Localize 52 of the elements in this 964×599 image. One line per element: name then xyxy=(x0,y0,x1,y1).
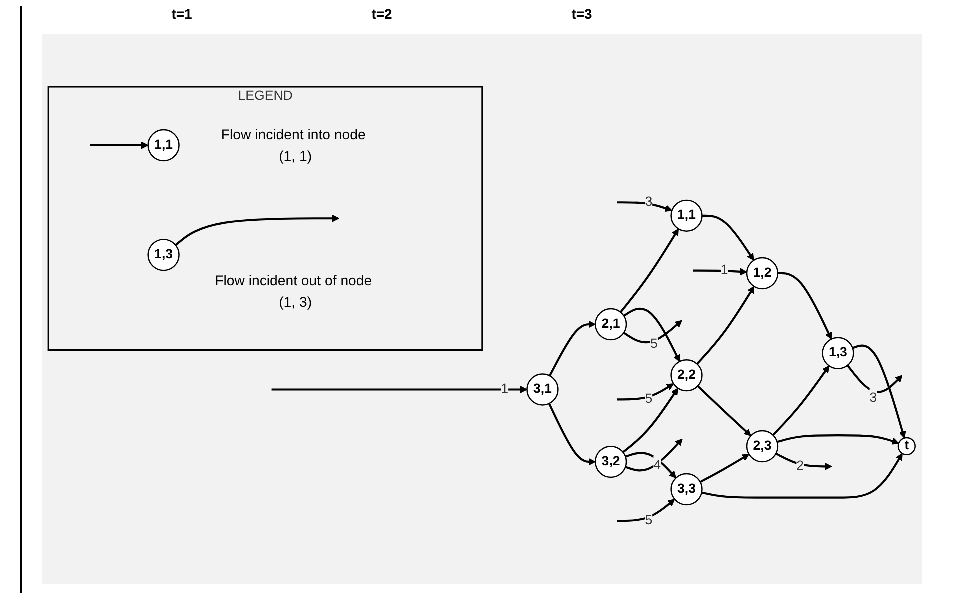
arrow xyxy=(548,320,596,376)
node-circle: 3,1 xyxy=(526,374,559,406)
legend-text: Flow incident out of node (1, 3) xyxy=(215,273,372,310)
arrow xyxy=(776,452,832,470)
arrow xyxy=(622,388,678,454)
arrow xyxy=(696,286,755,365)
arrow xyxy=(175,214,340,246)
edge-label: 3 xyxy=(870,391,878,406)
arrow xyxy=(625,452,677,479)
edge-label: 5 xyxy=(645,514,653,528)
arrow xyxy=(617,202,672,212)
node-circle: 3,2 xyxy=(594,446,628,478)
node-circle: 1,3 xyxy=(148,239,180,272)
legend-text: Flow incident into node (1, 1) xyxy=(221,126,366,164)
arrow xyxy=(272,386,528,394)
arrow xyxy=(697,386,752,436)
arrow xyxy=(846,364,903,394)
arrow xyxy=(702,453,903,499)
time-label: t=1 xyxy=(172,6,192,24)
edge-label: 5 xyxy=(650,337,658,352)
arrow xyxy=(548,403,596,466)
node-circle: 1,2 xyxy=(746,257,779,290)
edge-label: 2 xyxy=(796,459,804,474)
edge-label: 5 xyxy=(645,392,653,406)
arrow xyxy=(700,454,750,484)
arrow xyxy=(852,344,906,439)
node-circle: 1,3 xyxy=(822,337,854,370)
arrow xyxy=(623,308,680,362)
node-circle: 2,2 xyxy=(670,359,703,392)
time-label: t=3 xyxy=(572,6,592,24)
arrow xyxy=(702,214,754,261)
time-label: t=2 xyxy=(372,6,392,24)
arrow xyxy=(772,366,830,436)
node-circle: 3,3 xyxy=(670,473,703,506)
arrow xyxy=(620,228,679,314)
node-circle: 1,1 xyxy=(148,129,180,162)
arrow xyxy=(617,499,676,522)
edge-label: 3 xyxy=(645,195,653,210)
edge-label: 1 xyxy=(501,382,509,396)
arrow xyxy=(778,272,832,340)
node-circle: 2,3 xyxy=(746,430,779,463)
arrow xyxy=(693,268,748,276)
node-circle: 2,1 xyxy=(594,308,628,341)
edge-label: 4 xyxy=(654,458,662,473)
arrow xyxy=(777,434,900,445)
arrow xyxy=(625,438,683,472)
node-circle: t xyxy=(898,437,916,456)
edge-label: 1 xyxy=(720,263,728,278)
arrow xyxy=(90,142,149,150)
arrow xyxy=(623,320,682,344)
node-circle: 1,1 xyxy=(670,200,703,232)
arrow xyxy=(617,384,674,401)
